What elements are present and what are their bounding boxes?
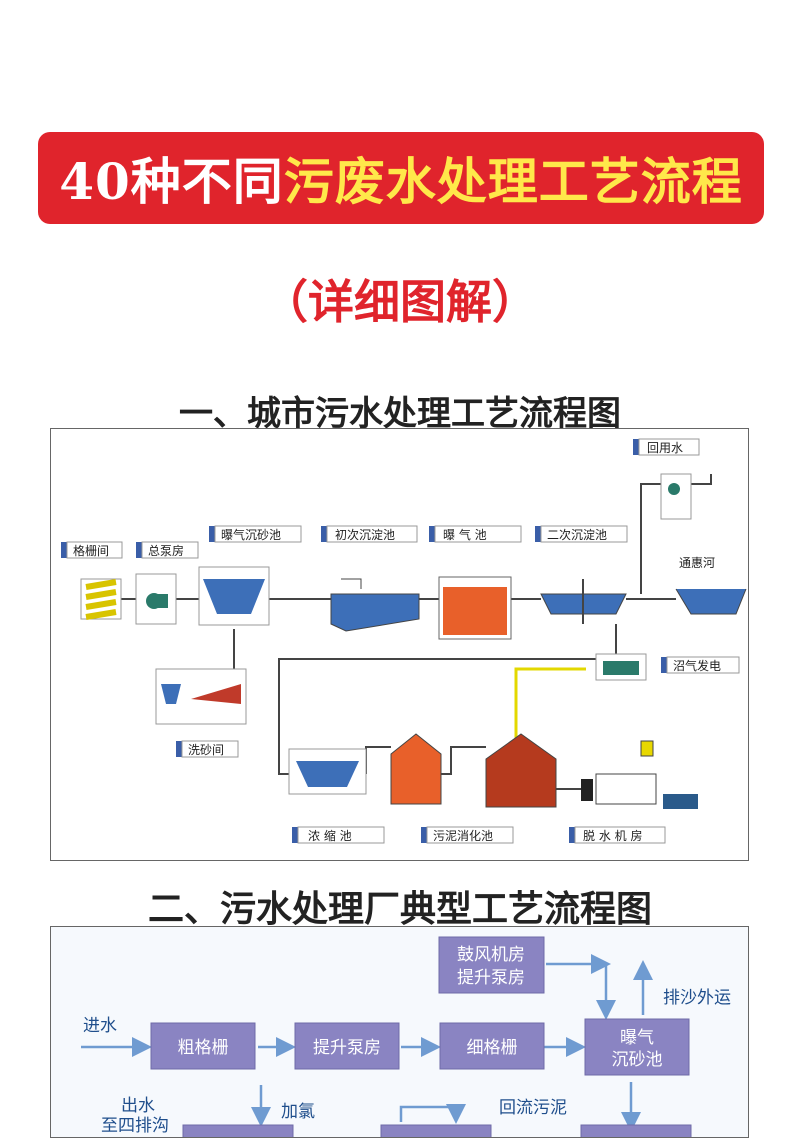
sand-washing-icon [155,668,247,725]
river-outlet-icon [675,588,747,615]
svg-text:初次沉淀池: 初次沉淀池 [335,528,395,542]
reuse-water-equipment-icon [660,473,692,520]
section1-title: 一、城市污水处理工艺流程图 [179,394,621,434]
svg-text:洗砂间: 洗砂间 [188,743,224,757]
label-sand-wash: 洗砂间 [176,740,239,758]
svg-text:曝气沉砂池: 曝气沉砂池 [221,527,281,542]
biogas-generator-icon [595,653,647,681]
grille-equipment-icon [80,578,122,620]
svg-text:二次沉淀池: 二次沉淀池 [547,528,607,542]
svg-text:粗格栅: 粗格栅 [178,1038,229,1058]
label-reuse: 回用水 [633,438,700,456]
svg-text:提升泵房: 提升泵房 [457,968,525,988]
svg-text:沼气发电: 沼气发电 [673,658,721,673]
blower-lift-box: 鼓风机房 提升泵房 [438,936,545,994]
partial-box-3 [580,1124,692,1137]
svg-text:脱 水 机 房: 脱 水 机 房 [583,828,642,843]
svg-text:鼓风机房: 鼓风机房 [457,945,525,965]
svg-text:曝 气 池: 曝 气 池 [443,527,487,542]
thickener-icon [288,748,367,795]
fine-grille-box: 细格栅 [439,1022,545,1070]
secondary-clarifier-icon [540,579,627,624]
partial-box-2 [380,1124,492,1137]
subtitle: （详细图解） [262,275,538,329]
svg-text:细格栅: 细格栅 [467,1038,518,1058]
title-banner: 40种不同污废水处理工艺流程 [38,132,764,224]
dewatering-machine-icon [581,740,698,809]
title-part-yellow: 污废水处理工艺流程 [283,152,743,211]
sand-out-label: 排沙外运 [663,988,731,1008]
inlet-label: 进水 [83,1016,117,1036]
label-grille: 格栅间 [61,541,123,559]
outlet-label-1: 出水 [121,1096,155,1116]
primary-sedimentation-icon [330,578,420,632]
label-biogas: 沼气发电 [661,656,740,674]
label-dewater: 脱 水 机 房 [569,826,666,844]
label-grit: 曝气沉砂池 [209,525,302,543]
aeration-tank-icon [438,576,512,640]
lift-pump-box: 提升泵房 [294,1022,400,1070]
label-primary: 初次沉淀池 [321,525,418,543]
urban-sewage-flow-diagram: 格栅间 总泵房 曝气沉砂池 初次沉淀池 曝 气 池 二次沉淀池 回用水 通惠河 [50,428,749,861]
pump-equipment-icon [135,573,177,625]
svg-text:提升泵房: 提升泵房 [313,1038,381,1058]
section2-title: 二、污水处理厂典型工艺流程图 [147,889,652,930]
label-aeration: 曝 气 池 [429,525,522,543]
label-pump: 总泵房 [136,541,199,559]
return-sludge-label: 回流污泥 [499,1098,567,1118]
digester-tank-1-icon [390,733,442,805]
chlorine-label: 加氯 [281,1102,315,1122]
svg-text:沉砂池: 沉砂池 [612,1050,663,1070]
coarse-grille-box: 粗格栅 [150,1022,256,1070]
label-digester: 污泥消化池 [421,826,514,844]
svg-text:曝气: 曝气 [620,1028,654,1048]
outlet-label-2: 至四排沟 [101,1116,169,1136]
partial-box-1 [182,1124,294,1137]
digester-tank-2-icon [485,733,557,808]
label-river: 通惠河 [679,556,715,570]
label-secondary: 二次沉淀池 [535,525,628,543]
svg-text:污泥消化池: 污泥消化池 [433,829,493,843]
svg-text:浓 缩 池: 浓 缩 池 [308,828,352,843]
typical-plant-flow-diagram: 鼓风机房 提升泵房 粗格栅 提升泵房 细格栅 曝气 沉砂池 进水 排沙外运 出水… [50,926,749,1138]
label-thickener: 浓 缩 池 [292,826,385,844]
title-part-white: 40种不同 [59,152,284,211]
grit-chamber-icon [198,566,270,626]
aerated-grit-chamber-box: 曝气 沉砂池 [584,1018,690,1076]
svg-text:总泵房: 总泵房 [148,543,184,558]
svg-text:回用水: 回用水 [647,441,683,455]
svg-text:格栅间: 格栅间 [73,543,109,558]
